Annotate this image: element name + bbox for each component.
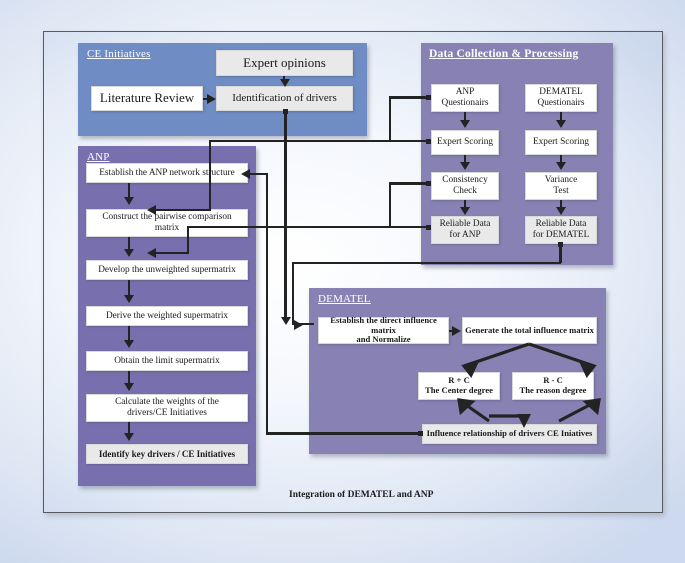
arrow-anp-1-2 (124, 197, 135, 205)
conn-end-consistency (426, 181, 431, 186)
dematel-branch-arrows (457, 342, 601, 428)
node-r-plus-c[interactable]: R + C The Center degree (418, 372, 500, 400)
arrow-anp-4-5 (124, 340, 135, 348)
node-literature-review[interactable]: Literature Review (91, 86, 203, 111)
conn-reliable-dematel-v1 (559, 244, 562, 263)
arrow-anp-2-3 (124, 249, 135, 257)
panel-title-dematel: DEMATEL (318, 293, 371, 305)
conn-anp-3-4 (128, 280, 131, 297)
conn-identification-down (284, 111, 287, 322)
conn-to-anp-questionairs-h2 (389, 140, 428, 143)
node-reliable-data-dematel[interactable]: Reliable Data for DEMATEL (525, 216, 597, 244)
node-influence-relationship[interactable]: Influence relationship of drivers CE Ini… (422, 424, 597, 444)
node-dematel-expert-scoring[interactable]: Expert Scoring (525, 130, 597, 155)
conn-start-influence (418, 431, 423, 436)
node-anp-step-1[interactable]: Establish the ANP network structure (86, 163, 248, 183)
conn-influence-into-anp1 (250, 172, 268, 175)
node-direct-influence-matrix[interactable]: Establish the direct influence matrix an… (318, 315, 449, 344)
conn-influence-up-v (266, 173, 269, 434)
arrow-anp-5-6 (124, 383, 135, 391)
conn-scoring-into-anp2 (149, 208, 211, 211)
conn-variance-to-reliable (559, 200, 563, 209)
conn-consistency-to-reliable (463, 200, 467, 209)
conn-dscoring-to-variance (559, 155, 563, 164)
arrow-direct-to-total (452, 325, 461, 336)
node-anp-questionairs[interactable]: ANP Questionairs (431, 84, 499, 112)
conn-reliable-anp-left-h (187, 226, 391, 229)
conn-scoring-to-left-v (209, 140, 212, 210)
conn-anp-5-6 (128, 371, 131, 385)
conn-consistency-v (389, 182, 392, 229)
conn-scoring-to-left-h (209, 140, 391, 143)
node-anp-step-6[interactable]: Calculate the weights of the drivers/CE … (86, 394, 248, 422)
diagram-caption: Integration of DEMATEL and ANP (289, 490, 434, 500)
arrow-anp-6-7 (124, 433, 135, 441)
arrow-dq-to-scoring (556, 120, 566, 128)
conn-reliable-dematel-h2 (292, 322, 314, 325)
conn-reliable-anp-into-anp3 (149, 251, 189, 254)
arrow-identification-down (280, 317, 291, 325)
node-expert-opinions[interactable]: Expert opinions (216, 50, 353, 76)
panel-title-anp: ANP (87, 151, 110, 163)
conn-scoring-to-consistency (463, 155, 467, 164)
conn-reliable-dematel-v2 (292, 261, 295, 324)
node-identification-of-drivers[interactable]: Identification of drivers (216, 86, 353, 111)
node-anp-step-5[interactable]: Obtain the limit supermatrix (86, 351, 248, 371)
conn-influence-left-h (266, 432, 420, 435)
conn-end-reliable-anp (426, 225, 431, 230)
arrow-anpq-to-scoring (460, 120, 470, 128)
node-reliable-data-anp[interactable]: Reliable Data for ANP (431, 216, 499, 244)
arrow-influence-into-anp1 (241, 168, 250, 179)
conn-anp-2-3 (128, 237, 131, 251)
conn-end-anp-questionairs (426, 95, 431, 100)
arrow-dscoring-to-variance (556, 162, 566, 170)
conn-anp-1-2 (128, 183, 131, 200)
node-anp-step-7[interactable]: Identify key drivers / CE Initiatives (86, 444, 248, 464)
conn-to-anp-questionairs-v (389, 96, 392, 143)
arrow-scoring-to-consistency (460, 162, 470, 170)
conn-consistency-h2 (389, 226, 428, 229)
arrow-consistency-to-reliable (460, 207, 470, 215)
arrow-anp-3-4 (124, 295, 135, 303)
node-total-influence-matrix[interactable]: Generate the total influence matrix (462, 317, 597, 344)
arrow-scoring-into-anp2 (147, 204, 156, 215)
conn-consistency-h (389, 182, 428, 185)
conn-reliable-anp-left-v (187, 226, 190, 253)
arrow-variance-to-reliable (556, 207, 566, 215)
node-anp-expert-scoring[interactable]: Expert Scoring (431, 130, 499, 155)
node-variance-test[interactable]: Variance Test (525, 172, 597, 200)
arrow-reliable-anp-into-anp3 (147, 247, 156, 258)
conn-dq-to-scoring (559, 112, 563, 122)
diagram-frame: CE Initiatives Expert opinions Literatur… (43, 31, 663, 513)
arrow-expert-to-identification-head (279, 79, 290, 87)
node-anp-step-2[interactable]: Construct the pairwise comparison matrix (86, 209, 248, 237)
node-anp-step-3[interactable]: Develop the unweighted supermatrix (86, 260, 248, 280)
conn-anp-4-5 (128, 326, 131, 342)
conn-end-anp-expert-scoring (426, 139, 431, 144)
panel-title-data-collection: Data Collection & Processing (429, 48, 579, 60)
conn-to-anp-questionairs-h (389, 96, 428, 99)
conn-reliable-dematel-h (292, 261, 561, 264)
node-anp-step-4[interactable]: Derive the weighted supermatrix (86, 306, 248, 326)
node-r-minus-c[interactable]: R - C The reason degree (512, 372, 594, 400)
arrow-literature-to-identification-head (207, 93, 216, 104)
panel-title-ce-initiatives: CE Initiatives (87, 48, 151, 60)
node-dematel-questionairs[interactable]: DEMATEL Questionairs (525, 84, 597, 112)
conn-anp-6-7 (128, 422, 131, 435)
node-consistency-check[interactable]: Consistency Check (431, 172, 499, 200)
conn-anpq-to-scoring (463, 112, 467, 122)
